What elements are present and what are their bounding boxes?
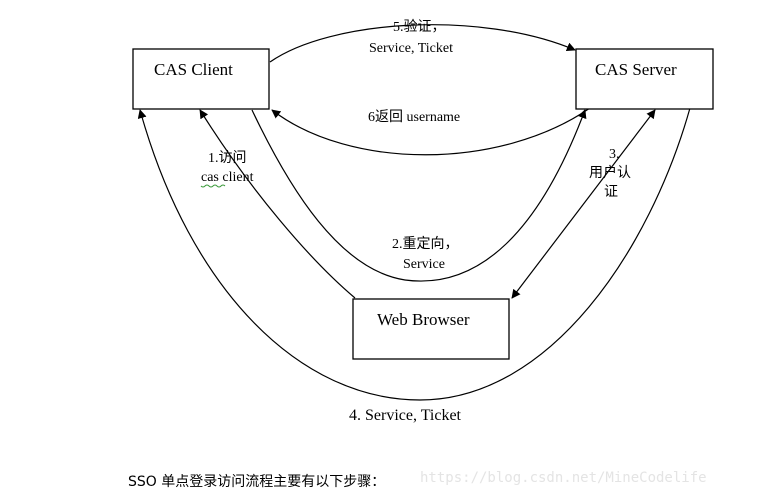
label-step2-title: 2.重定向， — [392, 236, 459, 252]
spellcheck-underline — [200, 184, 226, 188]
label-step4: 4. Service, Ticket — [349, 407, 462, 424]
node-cas-client — [132, 48, 270, 110]
label-step5-detail: Service, Ticket — [369, 41, 453, 56]
caption: SSO 单点登录访问流程主要有以下步骤： — [128, 474, 386, 490]
watermark: https://blog.csdn.net/MineCodelife — [420, 470, 707, 486]
label-step3-line3: 证 — [604, 184, 618, 200]
label-step1-detail: cas client — [201, 170, 254, 185]
label-step2-detail: Service — [403, 257, 445, 272]
label-cas-client: CAS Client — [154, 60, 233, 79]
label-step6: 6返回 username — [368, 109, 460, 125]
label-cas-server: CAS Server — [595, 60, 677, 79]
label-step5-title: 5.验证， — [393, 19, 446, 35]
label-step1-title: 1.访问 — [208, 150, 247, 166]
label-step3-line2: 用户认 — [589, 164, 631, 181]
label-web-browser: Web Browser — [377, 310, 470, 329]
edge-step5 — [269, 24, 576, 63]
label-step3-num: 3. — [609, 147, 620, 162]
edge-step3 — [511, 109, 656, 299]
edge-step4 — [137, 107, 691, 401]
node-cas-server — [575, 48, 714, 110]
node-web-browser — [352, 298, 510, 360]
edge-step1 — [199, 109, 356, 299]
